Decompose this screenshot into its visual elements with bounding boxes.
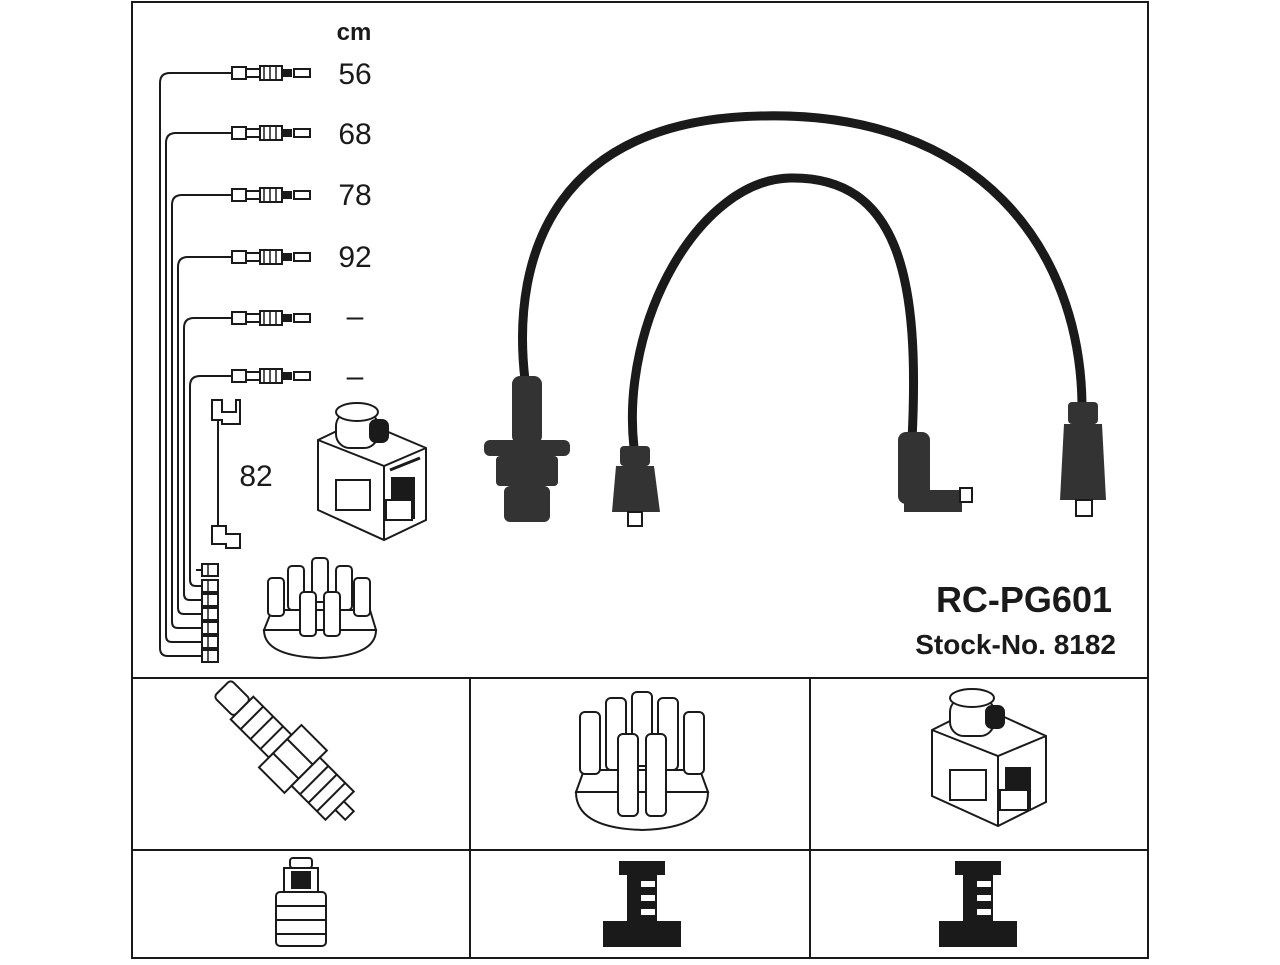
- cable-length-label: 92: [338, 241, 371, 274]
- distributor-cap-icon: [574, 691, 710, 832]
- outer-frame: [131, 1, 1149, 959]
- coil-lead-icon: [211, 399, 241, 549]
- spark-plug-icon: [214, 680, 356, 822]
- cable-length-label: –: [347, 300, 364, 333]
- ignition-cable-set-illustration: [484, 111, 1106, 527]
- ignition-coil-icon: [931, 688, 1047, 828]
- ignition-coil-icon: [317, 402, 427, 542]
- plug-connector-icon: [275, 857, 327, 947]
- cable-length-label: 78: [338, 179, 371, 212]
- cap-connector-icon: [603, 861, 681, 947]
- coil-lead-length-label: 82: [239, 460, 272, 493]
- wiring-schematic: [159, 72, 222, 657]
- distributor-cap-icon: [262, 557, 378, 660]
- part-number: RC-PG601: [936, 579, 1112, 620]
- coil-connector-icon: [939, 861, 1017, 947]
- cable-length-label: 56: [338, 58, 371, 91]
- unit-label: cm: [337, 19, 372, 46]
- cable-length-label: –: [347, 360, 364, 393]
- cable-length-label: 68: [338, 118, 371, 151]
- stock-number: Stock-No. 8182: [915, 629, 1116, 660]
